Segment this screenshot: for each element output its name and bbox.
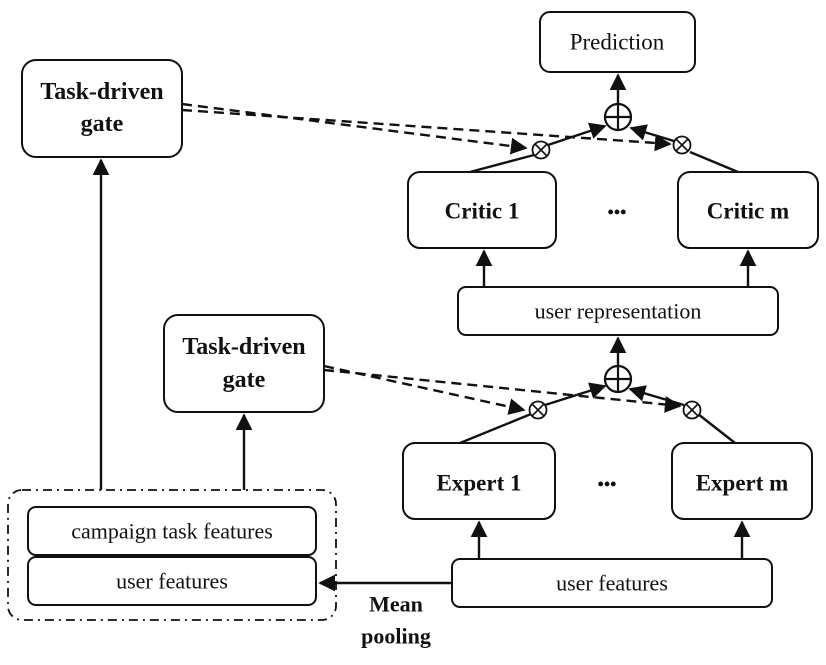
arrow-mult-to-sum-bottom-left [544,382,607,407]
campaign-task-features-box [27,506,317,556]
sum-icon-bottom [603,364,633,394]
multiply-icon-bottom-right [682,400,702,420]
expert-m-box [671,442,813,520]
line-critic-m-to-mult [689,150,739,174]
dashed-gate-mid-to-mult-right [323,368,682,413]
arrow-mult-to-sum-top-right [629,124,675,143]
mean-pooling-label-1: Mean [369,592,423,617]
line-expert-1-to-mult [459,412,532,445]
line-critic-1-to-mult [469,153,535,174]
critic-1-label: Critic 1 [445,199,520,224]
prediction-label: Prediction [570,30,665,55]
multiply-icon-top-left [531,140,551,160]
task-driven-gate-top-label-2: gate [81,111,124,137]
task-driven-gate-mid-box [163,314,325,413]
sum-icon-top [603,102,633,132]
dashed-gate-top-to-mult-left [181,102,528,155]
mean-pooling-label-2: pooling [361,624,431,649]
user-representation-box [457,286,779,336]
task-driven-gate-mid-label-1: Task-driven [182,334,305,360]
expert-1-label: Expert 1 [437,471,522,496]
task-driven-gate-top-label-1: Task-driven [40,79,163,105]
line-expert-m-to-mult [697,413,736,444]
multiply-icon-top-right [672,135,692,155]
critic-1-box [407,171,557,249]
multiply-icon-bottom-left [528,400,548,420]
feature-group-outline [7,489,337,621]
dashed-gate-mid-to-mult-left [323,364,526,415]
task-driven-gate-mid-label-2: gate [223,367,266,393]
task-driven-gate-top-box [21,59,183,158]
arrow-mult-to-sum-bottom-right [628,385,685,407]
expert-m-label: Expert m [696,471,789,496]
expert-ellipsis: ••• [598,474,617,494]
user-features-left-label: user features [116,569,228,594]
dashed-gate-top-to-mult-right [181,108,672,152]
user-representation-label: user representation [535,299,702,324]
expert-1-box [402,442,556,520]
critic-m-label: Critic m [707,199,789,224]
critic-ellipsis: ••• [608,202,627,222]
arrow-mult-to-sum-top-left [547,122,607,147]
user-features-left-box [27,556,317,606]
campaign-task-features-label: campaign task features [71,519,273,544]
critic-m-box [677,171,819,249]
prediction-box [539,11,696,73]
user-features-right-label: user features [556,571,668,596]
